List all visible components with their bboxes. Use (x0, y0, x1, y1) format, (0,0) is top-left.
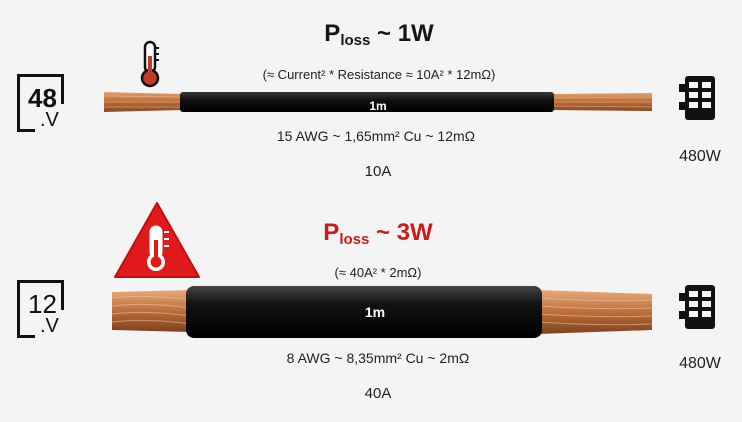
bottom-spec: 8 AWG ~ 8,35mm² Cu ~ 2mΩ (286, 350, 470, 366)
top-spec: 15 AWG ~ 1,65mm² Cu ~ 12mΩ (276, 128, 476, 144)
voltage-box-12v: 12 .V (17, 280, 64, 338)
voltage-unit: .V (40, 109, 59, 131)
voltage-number: 48 (28, 83, 57, 113)
top-power-loss-title: Ploss ~ 1W (324, 20, 434, 49)
bottom-cable-length: 1m (364, 304, 386, 320)
battery-load-icon (679, 285, 715, 329)
top-cable-length: 1m (369, 99, 387, 113)
voltage-number: 12 (28, 289, 57, 319)
warning-thermometer-icon (114, 202, 200, 278)
bottom-power-loss-title: Ploss ~ 3W (323, 219, 433, 248)
top-current: 10A (364, 163, 392, 180)
bottom-current: 40A (364, 385, 392, 402)
bottom-formula: (≈ 40A² * 2mΩ) (334, 265, 422, 280)
top-power: 480W (679, 148, 721, 165)
bottom-power: 480W (679, 355, 721, 372)
top-formula: (≈ Current² * Resistance ≈ 10A² * 12mΩ) (262, 67, 496, 82)
voltage-box-48v: 48 .V (17, 74, 64, 132)
bottom-cable (111, 286, 653, 338)
thermometer-icon (140, 40, 160, 88)
top-cable (103, 92, 653, 112)
voltage-unit: .V (40, 315, 59, 337)
battery-load-icon (679, 76, 715, 120)
